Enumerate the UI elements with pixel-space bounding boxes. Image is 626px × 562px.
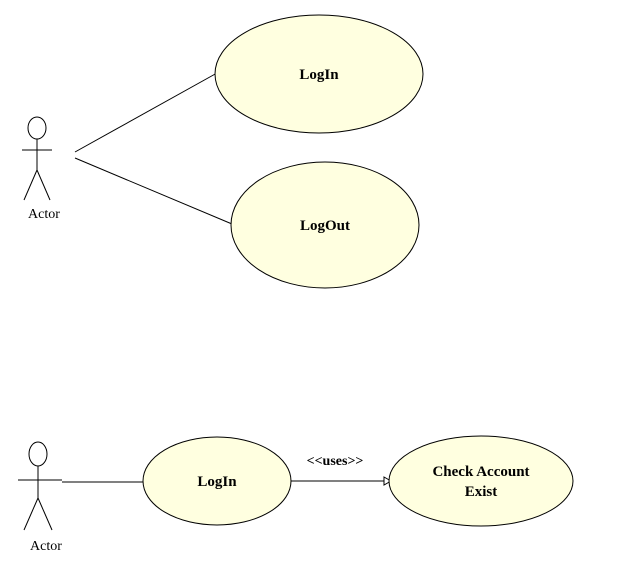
uses-stereotype-label: <<uses>>: [307, 454, 364, 469]
uses-arrowhead-icon: [383, 476, 393, 486]
use-case-check-account-line-2: Exist: [465, 484, 498, 500]
diagram-1: Actor LogIn LogOut: [22, 14, 424, 289]
use-case-login-2-label: LogIn: [197, 474, 237, 490]
use-case-check-account-exist: [388, 435, 574, 527]
use-case-login-label: LogIn: [299, 67, 339, 83]
diagram-2: Actor LogIn <<uses>> Check Account Exist: [18, 435, 574, 554]
actor-1-figure: [22, 116, 52, 201]
use-case-logout: [230, 161, 420, 289]
association-actor-login: [74, 72, 218, 153]
association-actor-logout: [74, 157, 233, 225]
actor-2-figure: [18, 441, 62, 531]
actor-1-label: Actor: [28, 207, 60, 222]
use-case-login: [214, 14, 424, 134]
use-case-logout-label: LogOut: [300, 218, 350, 234]
use-case-check-account-line-1: Check Account: [432, 464, 529, 480]
actor-2-label: Actor: [30, 539, 62, 554]
